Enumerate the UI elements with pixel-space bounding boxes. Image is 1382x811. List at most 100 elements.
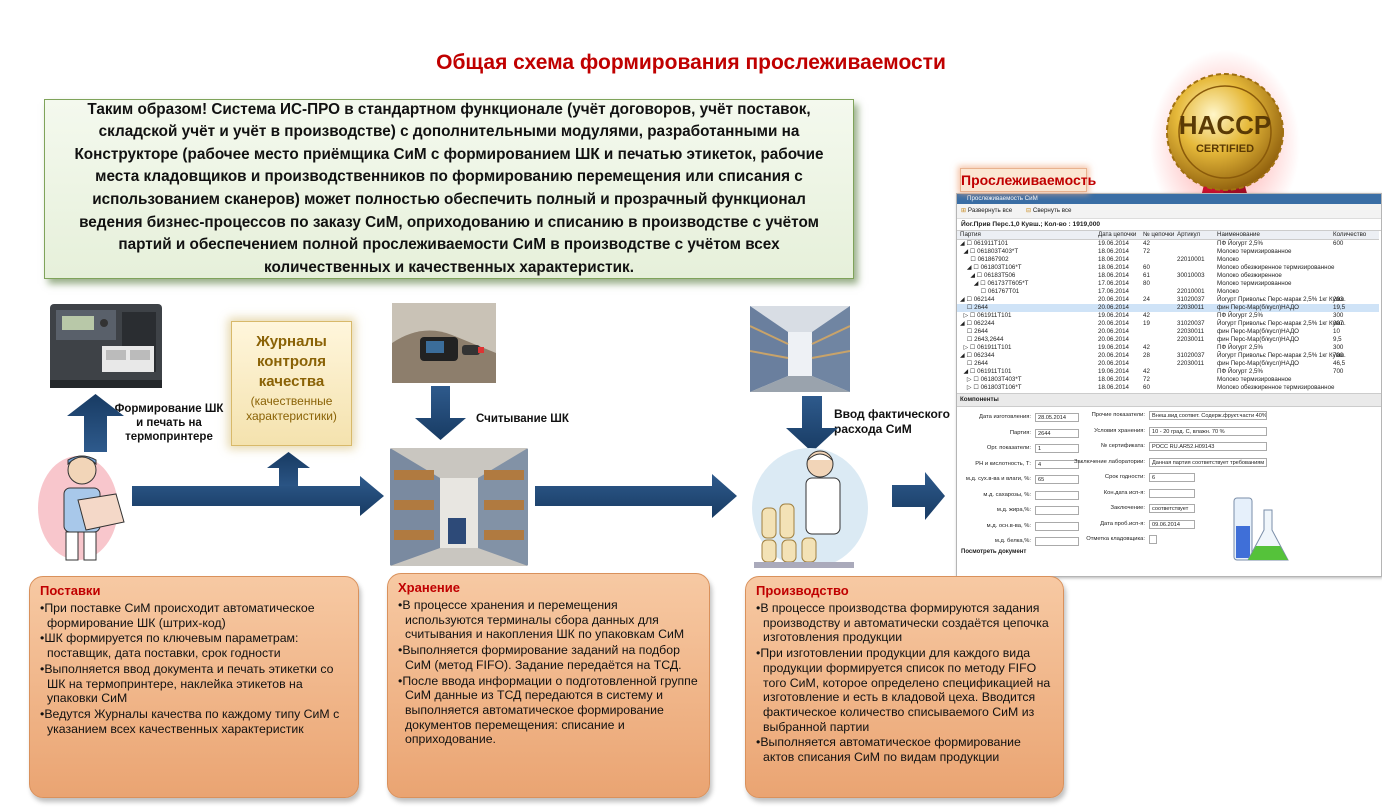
caption-scan: Считывание ШК (476, 413, 569, 425)
field-input[interactable]: Данная партия соответствует требованиям … (1149, 457, 1267, 467)
expand-all-button[interactable]: ⊞ Развернуть все (961, 207, 1013, 214)
table-cell: 20.06.2014 (1098, 328, 1129, 335)
field-input[interactable]: 10 - 20 град. С, влажн. 70 % (1149, 426, 1267, 436)
table-cell: 80 (1143, 280, 1150, 287)
badge-line1: HACCP (1179, 110, 1271, 140)
field-input[interactable]: 28.05.2014 (1035, 413, 1079, 422)
arrow-right-2 (535, 474, 737, 518)
table-cell: ПФ Йогурт 2,5% (1217, 240, 1264, 247)
field-label: Отметка кладовщика: (1086, 536, 1145, 542)
field-label: № сертификата: (1100, 443, 1145, 449)
table-cell: ◢ ☐ 062244 (960, 320, 995, 327)
table-cell: фин Перс-Мар(б/кусл)НАДО (1217, 328, 1299, 335)
table-cell: 9,5 (1333, 336, 1342, 343)
arrow-up-journal (267, 452, 310, 494)
table-cell: фин Перс-Мар(б/кусл)НАДО (1217, 360, 1299, 367)
field-input[interactable]: Внеш.вид соответ. Содерж.фрукт.части 40% (1149, 411, 1267, 420)
table-cell: 60 (1143, 264, 1150, 271)
field-label: м.д. жира,%: (996, 507, 1031, 513)
field-input[interactable]: 6 (1149, 473, 1195, 482)
table-cell: 42 (1143, 344, 1150, 351)
field-input[interactable] (1035, 521, 1079, 531)
table-cell: 20.06.2014 (1098, 320, 1129, 327)
table-row[interactable]: ◢ ☐ 061911Т101 19.06.2014 42 ПФ Йогурт 2,5%… (957, 368, 1379, 376)
table-cell: 700 (1333, 368, 1344, 375)
panel-supply-item: Ведутся Журналы качества по каждому типу… (40, 707, 348, 736)
panel-storage-item: После ввода информации о подготовленной … (398, 674, 699, 748)
field-input[interactable]: 2644 (1035, 428, 1079, 438)
field-input[interactable] (1149, 488, 1195, 498)
field-input[interactable]: 65 (1035, 475, 1079, 484)
table-cell: 20.06.2014 (1098, 360, 1129, 367)
table-cell: 18.06.2014 (1098, 272, 1129, 279)
table-cell: ПФ Йогурт 2,5% (1217, 368, 1264, 375)
field-input[interactable]: 1 (1035, 444, 1079, 453)
field-label: РН и кислотность, Т: (975, 460, 1031, 467)
field-label: Заключение лаборатории: (1073, 458, 1145, 465)
table-cell: 19.06.2014 (1098, 344, 1129, 351)
table-cell: 19 (1143, 320, 1150, 327)
table-cell: ◢ ☐ 061803Т403*Т (960, 248, 1019, 255)
field-label: Партия: (1009, 429, 1031, 436)
table-cell: 20.06.2014 (1098, 352, 1129, 359)
field-input[interactable] (1035, 537, 1079, 546)
table-cell: 42 (1143, 368, 1150, 375)
col-date[interactable]: Дата цепочки (1098, 231, 1137, 238)
delivery-worker-icon (38, 455, 125, 561)
view-document-link[interactable]: Посмотреть документ (961, 549, 1027, 555)
arrow-down-scan (415, 386, 466, 440)
lab-flasks-icon (1233, 497, 1289, 561)
field-input[interactable]: РОСС RU.AR52.H09143 (1149, 442, 1267, 451)
field-label: м.д. белка,%: (994, 538, 1031, 544)
col-name[interactable]: Наименование (1217, 231, 1260, 238)
col-chain[interactable]: № цепочки (1143, 231, 1175, 238)
storekeeper-checkbox[interactable] (1149, 535, 1157, 544)
grid-header: Партия Дата цепочки № цепочки Артикул На… (957, 231, 1379, 240)
panel-supply-title: Поставки (40, 583, 101, 598)
table-cell: 28 (1143, 352, 1150, 359)
summary-line: Йог.Прив Перс.1,0 Кувш.; Кол-во : 1919,0… (961, 221, 1101, 228)
collapse-all-button[interactable]: ⊟ Свернуть все (1025, 207, 1072, 214)
col-qty[interactable]: Количество (1333, 231, 1367, 238)
table-cell: 42 (1143, 240, 1150, 247)
table-cell: ▷ ☐ 061803Т403*Т (960, 376, 1022, 383)
field-input[interactable]: соответствует (1149, 504, 1195, 513)
badge-line2: CERTIFIED (1196, 143, 1254, 155)
field-input[interactable] (1035, 490, 1079, 500)
table-cell: 31020037 (1177, 296, 1205, 303)
field-label: Дата изготовления: (979, 414, 1031, 420)
col-batch[interactable]: Партия (960, 231, 981, 238)
table-cell: 22010001 (1177, 288, 1205, 295)
field-label: Прочие показатели: (1091, 412, 1145, 418)
table-cell: ◢ ☐ 061911Т101 (960, 368, 1012, 375)
plus-icon: ⊞ (961, 207, 967, 214)
table-cell: 61 (1143, 272, 1150, 279)
col-article[interactable]: Артикул (1177, 231, 1201, 238)
table-cell: 300 (1333, 312, 1344, 319)
field-input[interactable]: 09.06.2014 (1149, 519, 1195, 529)
table-cell: 19.06.2014 (1098, 368, 1129, 375)
field-input[interactable] (1035, 506, 1079, 515)
traceability-window: Прослеживаемость СиМ ⊞ Развернуть все ⊟ … (956, 193, 1382, 577)
field-input[interactable]: 4 (1035, 459, 1079, 469)
table-cell: Йогурт Привольє Перс-марак 2,5% 1кг Кувш… (1217, 296, 1346, 303)
table-cell: ◢ ☐ 062144 (960, 296, 995, 303)
